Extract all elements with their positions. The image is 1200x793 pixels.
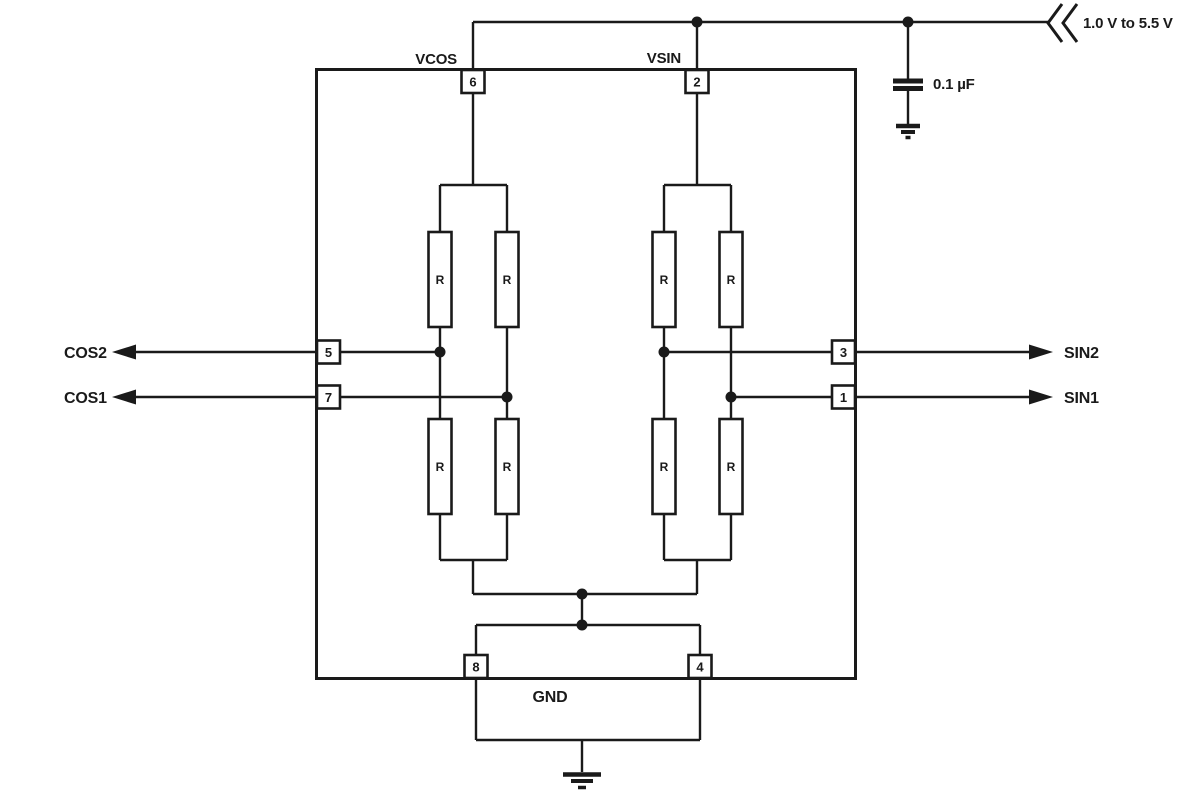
pin-box bbox=[315, 339, 342, 365]
pin-number: 6 bbox=[469, 75, 476, 90]
pin-number: 5 bbox=[325, 345, 332, 360]
resistor-label: R bbox=[660, 460, 669, 474]
capacitor-symbol bbox=[893, 78, 923, 91]
capacitor-value-label: 0.1 µF bbox=[933, 76, 975, 93]
resistor-label: R bbox=[503, 273, 512, 287]
resistor-sin-bottom-right: R bbox=[718, 417, 744, 516]
vsin-label: VSIN bbox=[647, 50, 681, 67]
pin-5: 5 bbox=[315, 339, 342, 365]
cos2-label: COS2 bbox=[64, 345, 107, 362]
resistor-label: R bbox=[503, 460, 512, 474]
resistor-label: R bbox=[436, 460, 445, 474]
resistor-sin-top-right: R bbox=[718, 230, 744, 329]
cos1-arrowhead-icon bbox=[112, 389, 136, 405]
vcos-label: VCOS bbox=[415, 51, 457, 68]
wire-power-rail bbox=[471, 20, 1048, 79]
resistor-sin-bottom-left: R bbox=[651, 417, 677, 516]
resistor-body bbox=[427, 230, 453, 329]
ic-outline bbox=[315, 68, 857, 680]
resistor-cos-top-right: R bbox=[494, 230, 520, 329]
pin-7: 7 bbox=[315, 384, 342, 410]
pin-number: 4 bbox=[696, 660, 704, 675]
pin-1: 1 bbox=[830, 384, 857, 410]
pin-number: 7 bbox=[325, 390, 332, 405]
resistor-cos-bottom-left: R bbox=[427, 417, 453, 516]
pin-6: 6 bbox=[460, 68, 486, 95]
pin-box bbox=[315, 384, 342, 410]
resistor-label: R bbox=[727, 273, 736, 287]
junction-dot bbox=[434, 346, 446, 358]
junction-dots bbox=[434, 16, 914, 631]
pin-4: 4 bbox=[687, 653, 713, 680]
junction-dot bbox=[501, 391, 513, 403]
resistor-sin-top-left: R bbox=[651, 230, 677, 329]
pin-box bbox=[684, 68, 710, 95]
resistor-label: R bbox=[436, 273, 445, 287]
resistor-body bbox=[427, 417, 453, 516]
resistor-label: R bbox=[727, 460, 736, 474]
resistor-cos-top-left: R bbox=[427, 230, 453, 329]
resistor-body bbox=[718, 230, 744, 329]
pin-number: 2 bbox=[693, 75, 700, 90]
pin-number: 3 bbox=[840, 345, 847, 360]
pin-8: 8 bbox=[463, 653, 489, 680]
pin-box bbox=[830, 339, 857, 365]
resistor-cos-bottom-right: R bbox=[494, 417, 520, 516]
cos1-label: COS1 bbox=[64, 390, 107, 407]
pin-3: 3 bbox=[830, 339, 857, 365]
resistor-body bbox=[718, 417, 744, 516]
junction-dot bbox=[658, 346, 670, 358]
junction-dot bbox=[902, 16, 914, 28]
pin-box bbox=[830, 384, 857, 410]
supply-connector-icon bbox=[1046, 3, 1079, 43]
pin-box bbox=[687, 653, 713, 680]
junction-dot bbox=[725, 391, 737, 403]
pin-number: 8 bbox=[472, 660, 479, 675]
wire-cos-bridge bbox=[438, 93, 509, 594]
wire-sin-bridge bbox=[662, 93, 733, 594]
resistor-body bbox=[651, 230, 677, 329]
junction-dot bbox=[576, 588, 588, 600]
sin2-label: SIN2 bbox=[1064, 345, 1099, 362]
wire-ground-net bbox=[473, 592, 702, 772]
sin1-arrowhead-icon bbox=[1029, 389, 1053, 405]
pin-box bbox=[460, 68, 486, 95]
junction-dot bbox=[576, 619, 588, 631]
sin2-arrowhead-icon bbox=[1029, 344, 1053, 360]
resistor-body bbox=[651, 417, 677, 516]
sin1-label: SIN1 bbox=[1064, 390, 1099, 407]
cos2-arrowhead-icon bbox=[112, 344, 136, 360]
resistor-body bbox=[494, 230, 520, 329]
pin-2: 2 bbox=[684, 68, 710, 95]
supply-label: 1.0 V to 5.5 V bbox=[1083, 15, 1173, 32]
wires bbox=[136, 20, 1048, 772]
ground-symbol-main bbox=[563, 772, 601, 790]
resistor-body bbox=[494, 417, 520, 516]
resistor-label: R bbox=[660, 273, 669, 287]
pin-box bbox=[463, 653, 489, 680]
junction-dot bbox=[691, 16, 703, 28]
ground-symbol-capacitor bbox=[896, 123, 920, 140]
pin-number: 1 bbox=[840, 390, 847, 405]
capacitor bbox=[893, 78, 923, 91]
gnd-label: GND bbox=[533, 689, 568, 706]
